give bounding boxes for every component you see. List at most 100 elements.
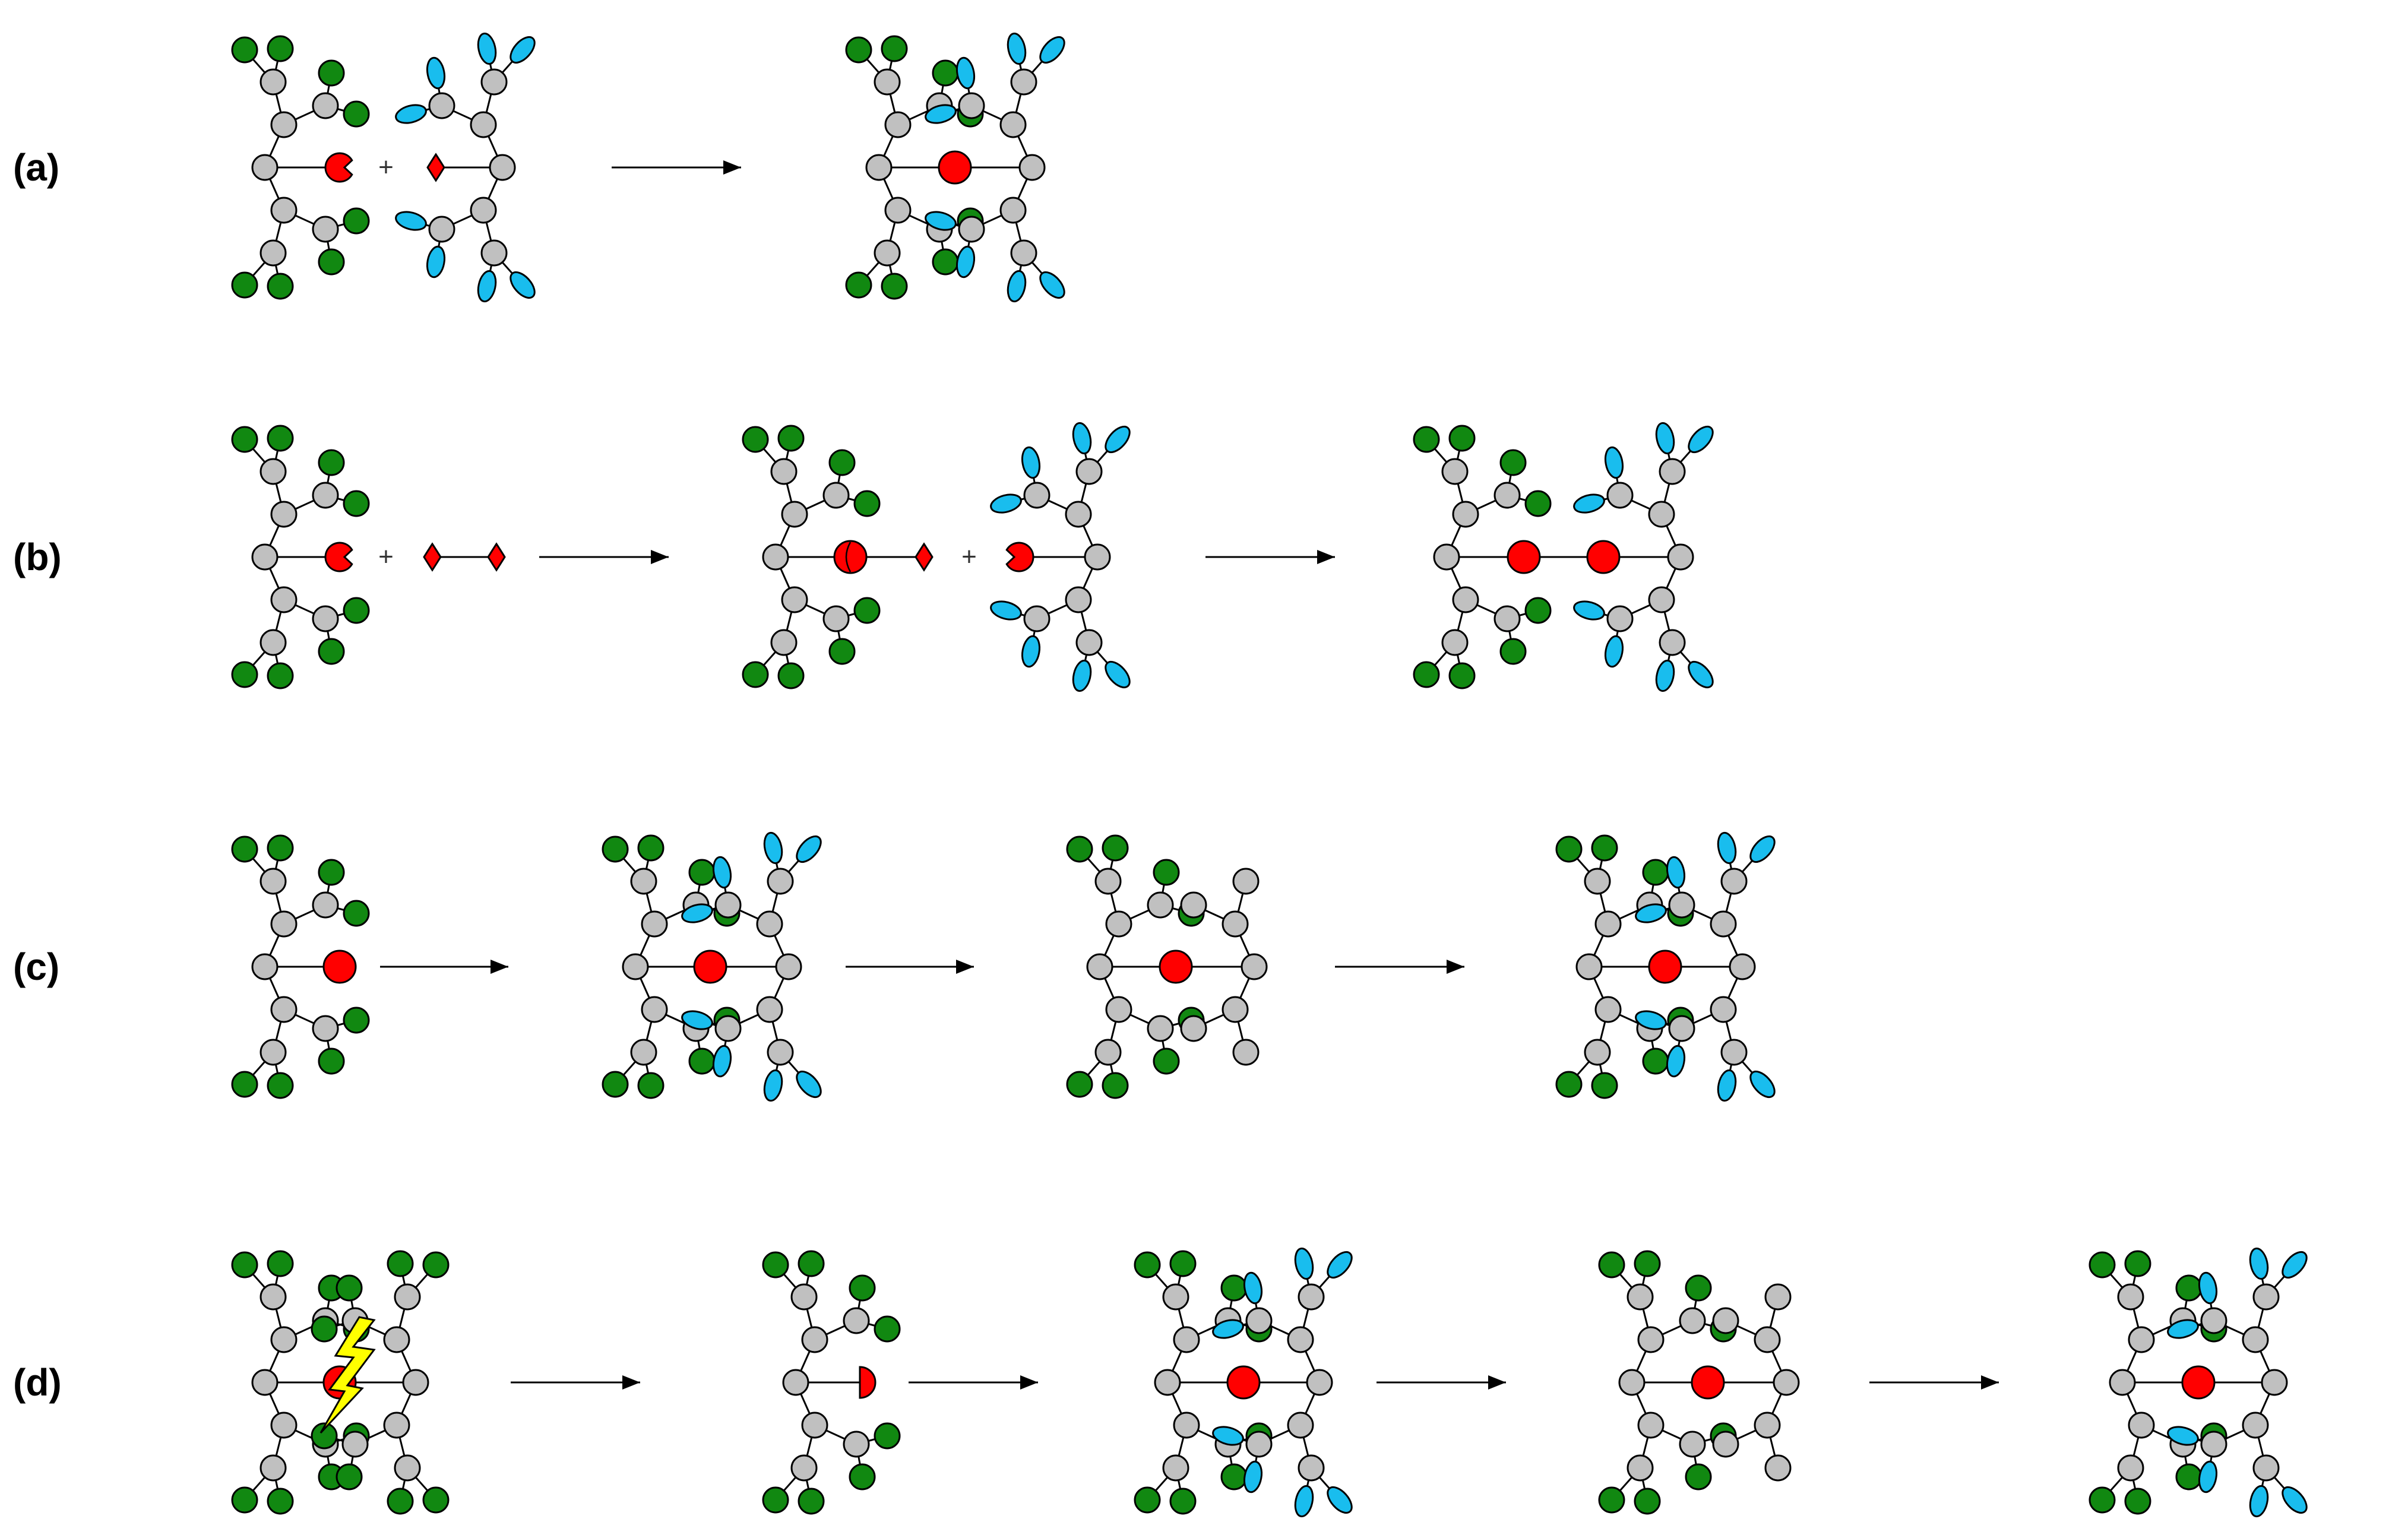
blue-terminal-ellipse — [1294, 1247, 1314, 1280]
green-terminal-circle — [336, 1463, 363, 1490]
grey-branch-node — [1065, 501, 1092, 528]
grey-branch-node — [260, 1283, 287, 1311]
green-terminal-circle — [267, 662, 294, 689]
grey-branch-node — [260, 629, 287, 656]
red-core-circle — [1691, 1365, 1725, 1400]
grey-branch-node — [312, 92, 339, 119]
green-terminal-circle — [267, 834, 294, 862]
green-terminal-circle — [1066, 836, 1093, 863]
green-terminal-circle — [422, 1486, 450, 1514]
green-terminal-circle — [2175, 1274, 2203, 1302]
row-label-c: (c) — [13, 945, 60, 988]
grey-branch-node — [1594, 996, 1622, 1023]
green-terminal-circle — [1413, 426, 1440, 453]
blue-terminal-ellipse — [1072, 659, 1092, 692]
green-terminal-circle — [1102, 834, 1129, 862]
plus-sign: + — [378, 542, 394, 571]
blue-terminal-ellipse — [1655, 422, 1675, 455]
grey-branch-node — [1433, 543, 1460, 571]
green-terminal-circle — [231, 661, 258, 688]
grey-branch-node — [822, 605, 850, 632]
green-terminal-circle — [267, 1488, 294, 1515]
green-terminal-circle — [602, 1071, 629, 1098]
grey-branch-node — [1245, 1431, 1273, 1458]
grey-branch-node — [1084, 543, 1111, 571]
green-terminal-circle — [1413, 661, 1440, 688]
green-terminal-circle — [849, 1463, 876, 1490]
grey-branch-node — [1679, 1307, 1706, 1334]
grey-branch-node — [781, 586, 808, 613]
red-core-circle — [2181, 1365, 2216, 1400]
grey-branch-node — [1086, 953, 1113, 980]
grey-branch-node — [251, 1369, 279, 1396]
grey-branch-node — [270, 1326, 298, 1353]
blue-terminal-ellipse — [1105, 425, 1131, 454]
green-terminal-circle — [1524, 490, 1552, 517]
green-terminal-circle — [231, 1251, 258, 1278]
green-terminal-circle — [742, 661, 769, 688]
green-terminal-circle — [1134, 1486, 1161, 1514]
grey-branch-node — [383, 1412, 410, 1439]
blue-terminal-ellipse — [925, 211, 957, 231]
green-terminal-circle — [231, 36, 258, 64]
blue-terminal-ellipse — [1212, 1426, 1244, 1446]
blue-terminal-ellipse — [796, 1070, 822, 1099]
joined-connector-seam — [845, 542, 852, 572]
grey-branch-node — [470, 111, 497, 138]
blue-terminal-ellipse — [1327, 1251, 1353, 1279]
grey-branch-node — [1637, 1326, 1665, 1353]
grey-branch-node — [630, 868, 657, 895]
grey-branch-node — [270, 910, 298, 938]
grey-branch-node — [270, 996, 298, 1023]
red-core-circle — [1226, 1365, 1261, 1400]
green-terminal-circle — [762, 1251, 789, 1278]
grey-branch-node — [1154, 1369, 1181, 1396]
grey-branch-node — [767, 868, 794, 895]
green-terminal-circle — [387, 1250, 414, 1277]
green-terminal-circle — [1685, 1463, 1712, 1490]
grey-branch-node — [1298, 1283, 1325, 1311]
green-terminal-circle — [1102, 1072, 1129, 1099]
grey-branch-node — [394, 1454, 421, 1482]
blue-terminal-ellipse — [1666, 856, 1686, 889]
grey-branch-node — [843, 1431, 870, 1458]
grey-branch-node — [260, 1039, 287, 1066]
grey-branch-node — [1648, 501, 1675, 528]
grey-branch-node — [270, 111, 298, 138]
grey-branch-node — [781, 501, 808, 528]
green-terminal-circle — [318, 638, 345, 665]
green-terminal-circle — [637, 1072, 665, 1099]
blue-terminal-ellipse — [681, 1010, 713, 1030]
green-terminal-circle — [343, 207, 370, 235]
grey-branch-node — [958, 216, 985, 243]
green-terminal-circle — [1499, 449, 1527, 476]
green-terminal-circle — [267, 273, 294, 300]
grey-branch-node — [260, 868, 287, 895]
grey-branch-node — [2128, 1412, 2155, 1439]
red-core-circle — [1159, 950, 1193, 984]
grey-branch-node — [312, 605, 339, 632]
grey-branch-node — [2117, 1454, 2144, 1482]
blue-terminal-ellipse — [1749, 1070, 1776, 1099]
grey-branch-node — [958, 92, 985, 119]
grey-branch-node — [1105, 910, 1132, 938]
grey-branch-node — [428, 216, 455, 243]
blue-terminal-ellipse — [990, 600, 1022, 621]
grey-branch-node — [1010, 239, 1037, 267]
grey-branch-node — [2109, 1369, 2136, 1396]
grey-branch-node — [843, 1307, 870, 1334]
green-terminal-circle — [2124, 1488, 2151, 1515]
grey-branch-node — [756, 996, 783, 1023]
grey-branch-node — [775, 953, 802, 980]
green-terminal-circle — [231, 1486, 258, 1514]
grey-branch-node — [2200, 1431, 2227, 1458]
green-terminal-circle — [874, 1422, 901, 1450]
grey-branch-node — [1075, 629, 1103, 656]
grey-branch-node — [770, 629, 798, 656]
grey-branch-node — [1637, 1412, 1665, 1439]
blue-terminal-ellipse — [2282, 1251, 2308, 1279]
grey-branch-node — [2252, 1283, 2280, 1311]
blue-terminal-ellipse — [1717, 831, 1737, 865]
grey-branch-node — [2242, 1326, 2269, 1353]
